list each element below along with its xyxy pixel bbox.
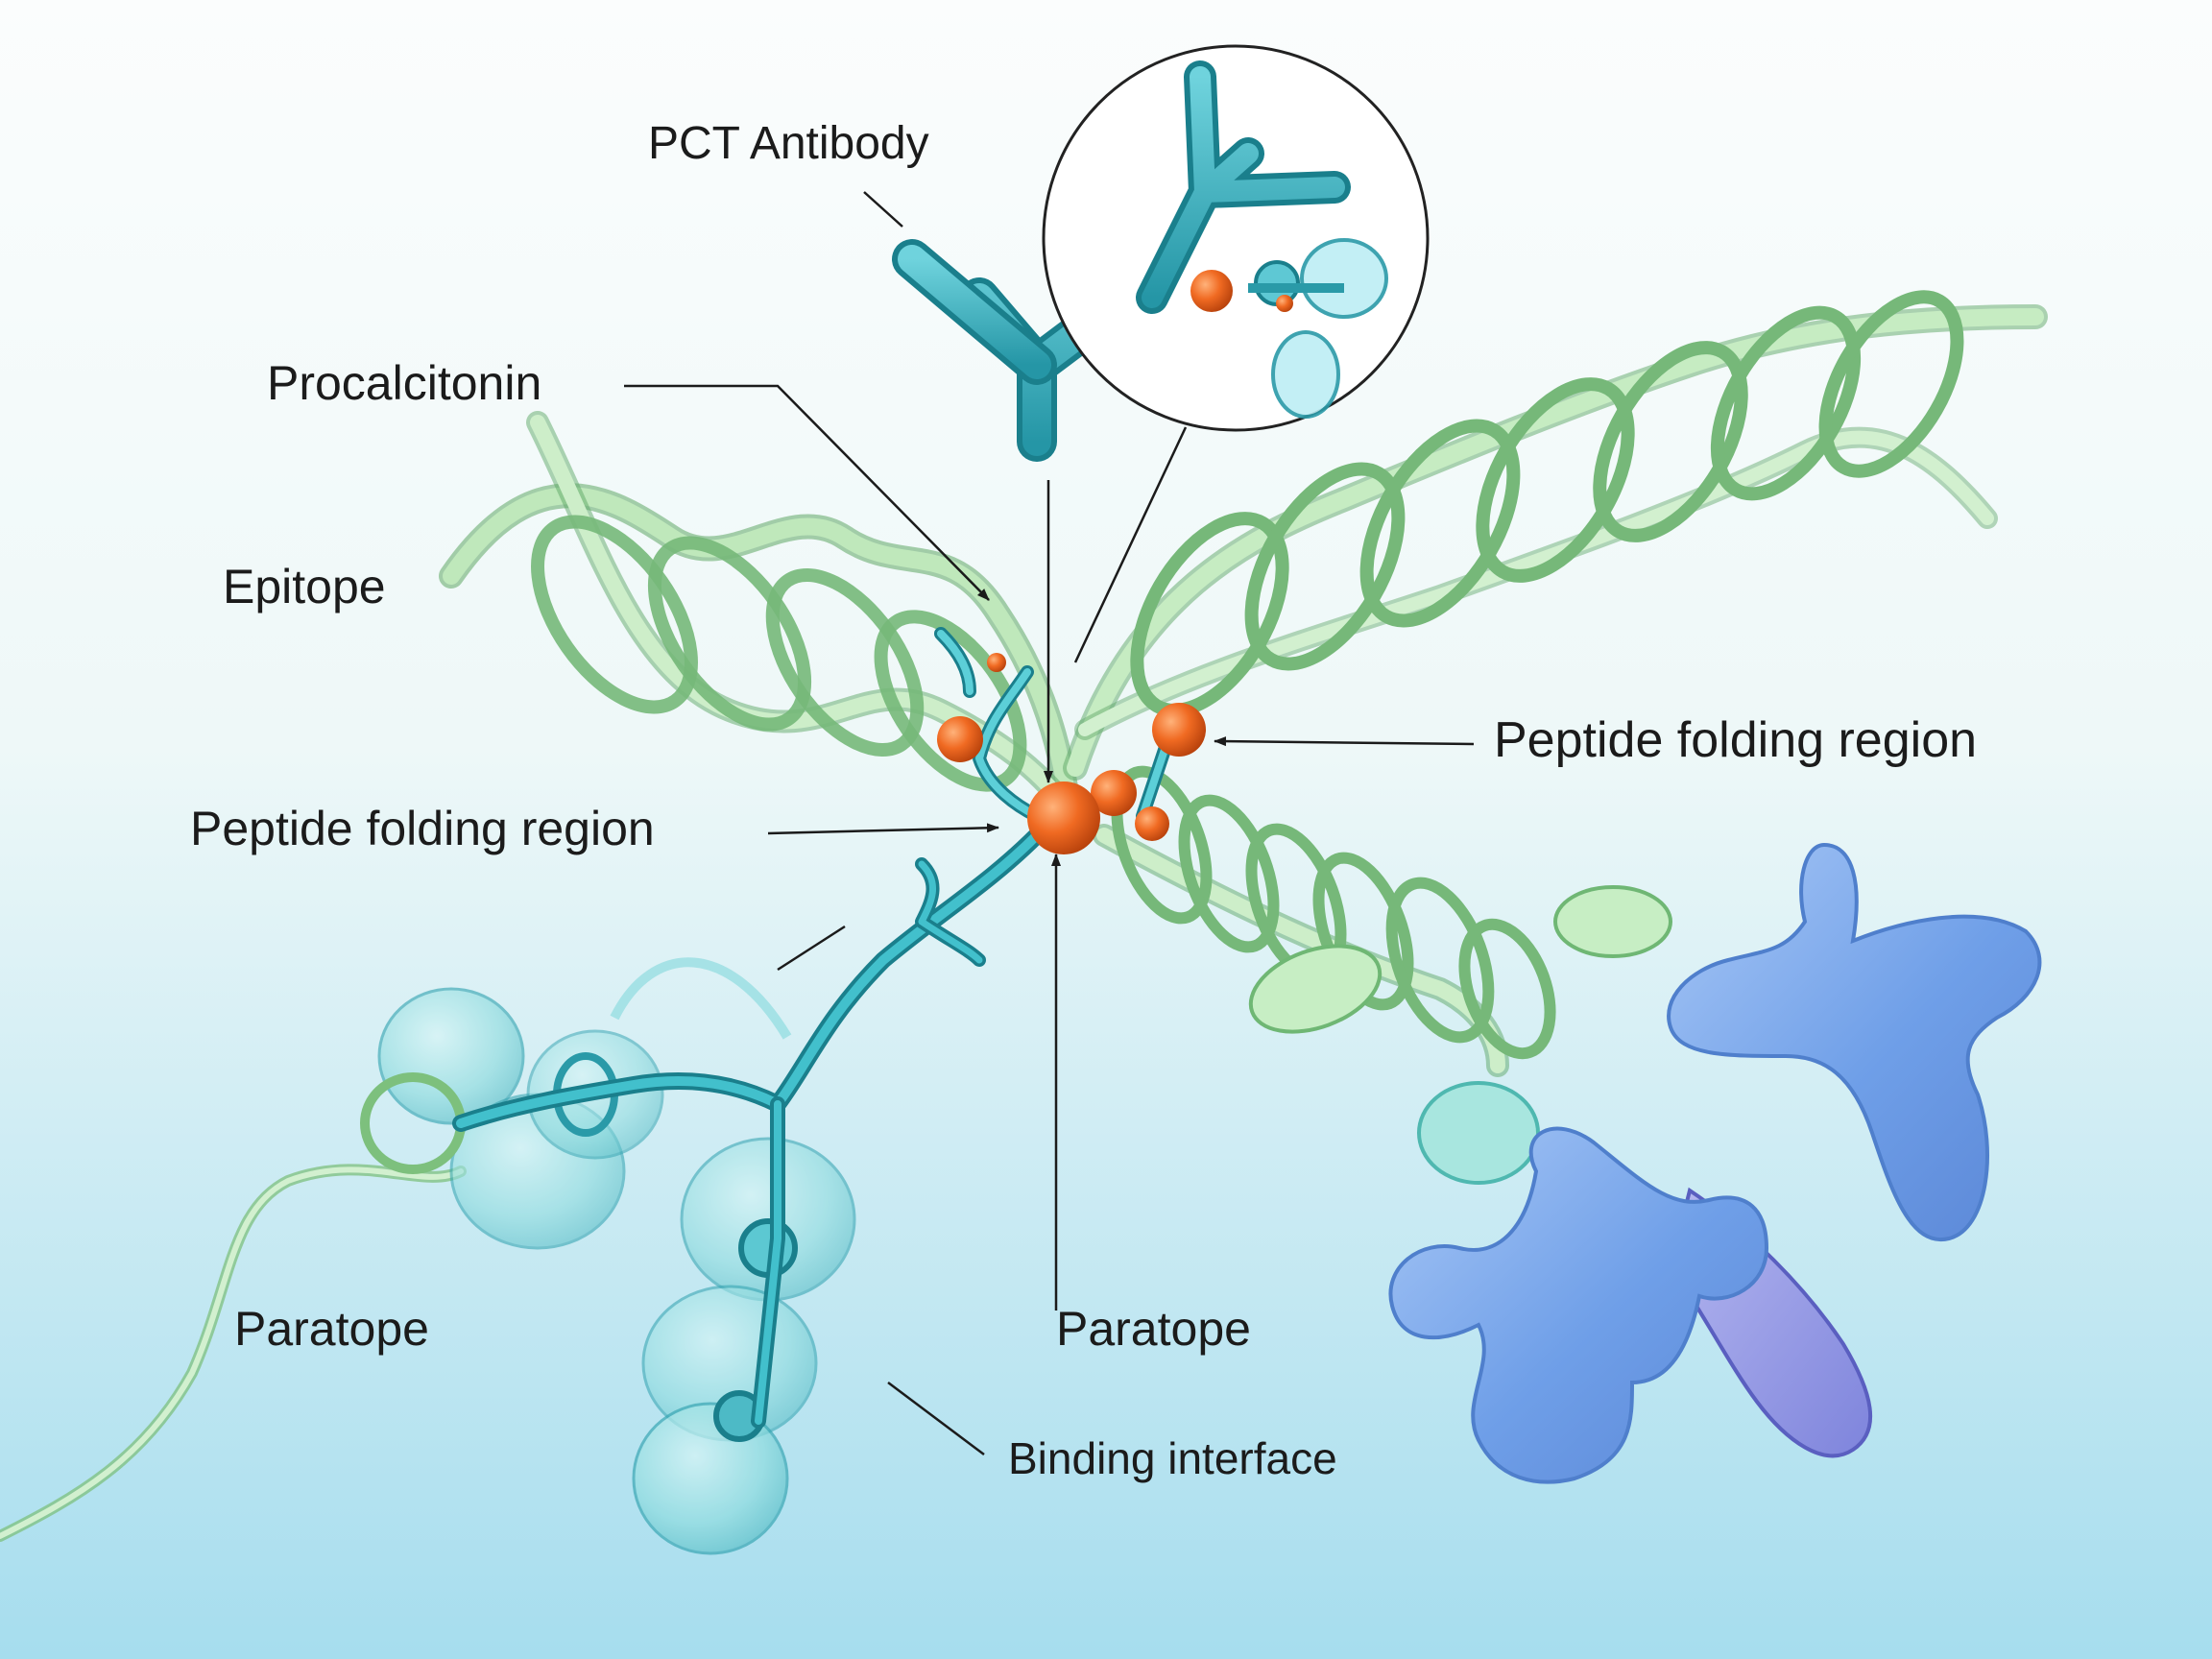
label-pct-antibody: PCT Antibody — [648, 118, 929, 169]
peptide-left-arrow — [767, 823, 999, 835]
label-peptide-folding-right: Peptide folding region — [1494, 712, 1977, 768]
pct-antibody-leader — [863, 191, 903, 228]
blue-protein-complex — [1388, 842, 2042, 1484]
procalcitonin-leader — [624, 384, 990, 601]
label-binding-interface: Binding interface — [1008, 1433, 1337, 1483]
label-paratope-center: Paratope — [1056, 1302, 1251, 1356]
right-helix-coil — [1063, 290, 2048, 781]
label-epitope: Epitope — [223, 560, 386, 613]
leader-lines — [624, 191, 1475, 1455]
linker-domains — [1248, 885, 1672, 1185]
zoom-inset — [1042, 44, 1430, 432]
label-peptide-folding-left: Peptide folding region — [190, 802, 655, 855]
binding-site-spheres — [937, 653, 1206, 854]
labels: PCT Antibody Procalcitonin Epitope Pepti… — [190, 118, 1977, 1483]
label-paratope-left: Paratope — [234, 1302, 429, 1356]
inset-leader — [1073, 426, 1188, 663]
left-helix-coil — [439, 411, 1078, 818]
label-procalcitonin: Procalcitonin — [267, 356, 541, 410]
paratope-left-leader — [777, 925, 846, 972]
binding-interface-leader — [887, 1382, 985, 1455]
peptide-right-arrow — [1214, 736, 1475, 747]
